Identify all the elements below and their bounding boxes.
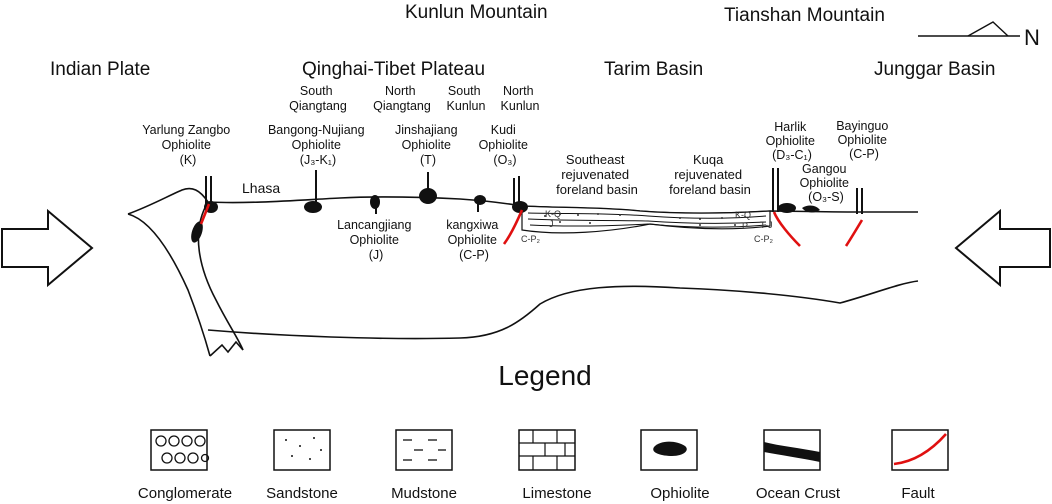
lhasa-label: Lhasa [242, 180, 280, 196]
tianshan-mountain-label: Tianshan Mountain [724, 5, 885, 26]
suture-markers [205, 168, 863, 214]
legend-sandstone-label: Sandstone [266, 485, 338, 502]
lancangjiang-ophiolite-label: Lancangjiang Ophiolite (J) [337, 218, 415, 262]
kangxiwa-ophiolite-label: kangxiwa Ophiolite (C-P) [446, 218, 502, 262]
stratum-c-p-north: C-P₂ [754, 234, 773, 244]
north-arrow-label: N [1024, 25, 1040, 50]
south-kunlun-label: South Kunlun [447, 84, 486, 113]
gangou-ophiolite-label: Gangou Ophiolite (O₃-S) [800, 162, 853, 204]
legend-mudstone-label: Mudstone [391, 485, 457, 502]
bangong-nujiang-ophiolite-label: Bangong-Nujiang Ophiolite (J₃-K₁) [268, 123, 368, 167]
legend-sandstone-icon [273, 429, 331, 471]
stratum-p-north: P [742, 221, 748, 231]
legend-ophiolite-icon [640, 429, 698, 471]
junggar-basin-label: Junggar Basin [874, 59, 995, 80]
legend-limestone-label: Limestone [522, 485, 591, 502]
yarlung-zangbo-ophiolite-label: Yarlung Zangbo Ophiolite (K) [142, 123, 234, 167]
stratum-j-south: J [549, 219, 554, 229]
south-qiangtang-label: South Qiangtang [289, 84, 347, 113]
north-kunlun-label: North Kunlun [501, 84, 540, 113]
kudi-ophiolite-label: Kudi Ophiolite (O₃) [479, 123, 532, 167]
harlik-ophiolite-label: Harlik Ophiolite (D₃-C₁) [766, 120, 819, 162]
tarim-basin-label: Tarim Basin [604, 59, 703, 80]
north-arrow-icon [918, 21, 1020, 37]
fault-lines [199, 203, 864, 247]
jinshajiang-ophiolite-label: Jinshajiang Ophiolite (T) [395, 123, 461, 167]
qinghai-tibet-plateau-label: Qinghai-Tibet Plateau [302, 59, 485, 80]
ophiolite-bodies [191, 188, 820, 243]
kuqa-foreland-basin-label: Kuqa rejuvenated foreland basin [669, 152, 751, 197]
legend-conglomerate-label: Conglomerate [138, 485, 232, 502]
indian-plate-label: Indian Plate [50, 59, 150, 80]
compression-arrow-left-icon [1, 208, 94, 288]
legend-mudstone-icon [395, 429, 453, 471]
legend-fault-label: Fault [901, 485, 935, 502]
legend-ocean-crust-icon [763, 429, 821, 471]
legend-fault-icon [891, 429, 949, 471]
stratum-k-q-south: K-Q [545, 209, 561, 219]
compression-arrow-right-icon [954, 208, 1051, 288]
foreland-basin-sediments [521, 205, 771, 234]
north-qiangtang-label: North Qiangtang [373, 84, 431, 113]
bayinguo-ophiolite-label: Bayinguo Ophiolite (C-P) [836, 119, 892, 161]
southeast-foreland-basin-label: Southeast rejuvenated foreland basin [556, 152, 638, 197]
legend-ophiolite-label: Ophiolite [650, 485, 709, 502]
stratum-k-q-north: K-Q [735, 210, 751, 220]
legend-title: Legend [498, 360, 591, 391]
stratum-t-j-north: T-J [760, 220, 773, 230]
legend-ocean-crust-label: Ocean Crust [756, 485, 841, 502]
legend-limestone-icon [518, 429, 576, 471]
stratum-c-p-south: C-P₂ [521, 234, 540, 244]
legend-conglomerate-icon [150, 429, 210, 471]
kunlun-mountain-label: Kunlun Mountain [405, 2, 548, 23]
